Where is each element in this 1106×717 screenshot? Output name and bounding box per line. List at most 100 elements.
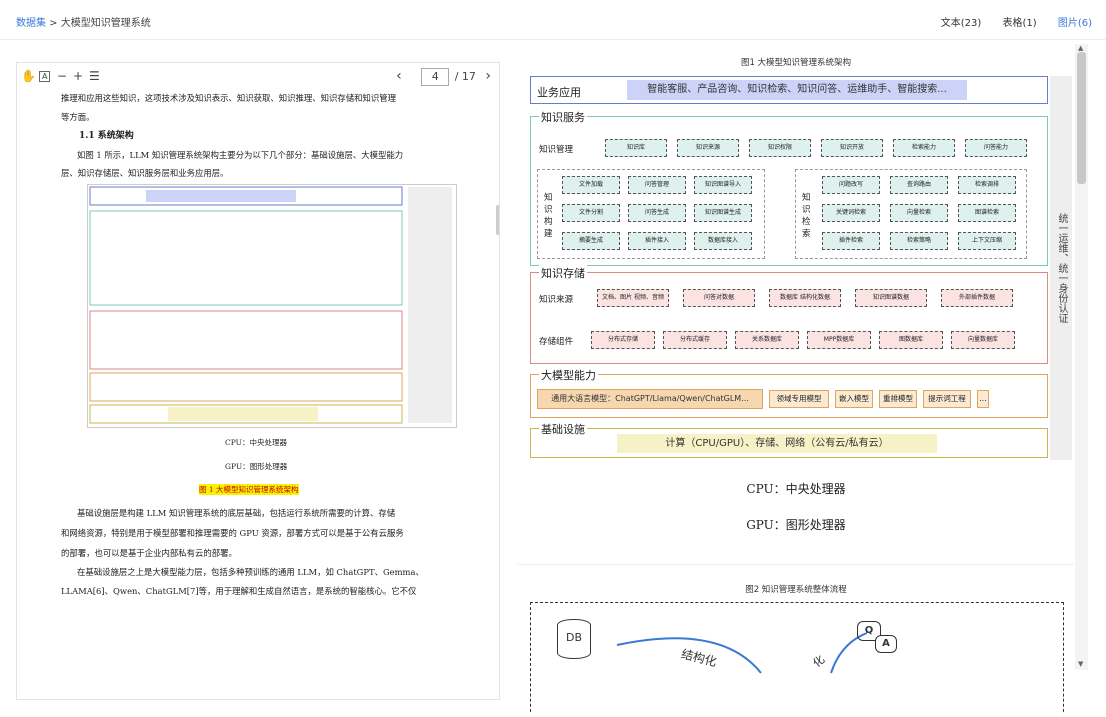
build-item: 知识图谱导入: [694, 176, 752, 194]
source-label: 知识来源: [539, 295, 574, 305]
scroll-up-icon[interactable]: ▲: [1078, 44, 1084, 52]
doc-para: 的部署，也可以是基于企业内部私有云的部署。: [61, 548, 237, 558]
build-item: 摘要生成: [562, 232, 620, 250]
source-item: 知识图谱数据: [855, 289, 927, 307]
tab-table[interactable]: 表格(1): [1002, 18, 1037, 29]
content-tabs: 文本(23) 表格(1) 图片(6): [923, 14, 1092, 29]
layer-service: 知识服务 知识管理 知识库知识来源知识权限知识开放检索能力问答能力 知识构建 文…: [530, 109, 1048, 266]
architecture-thumbnail-graphic: [89, 186, 452, 424]
search-group: 知识检索 问题改写查询路由检索调排关键词检索向量检索图谱检索插件检索检索策略上下…: [795, 169, 1027, 259]
figure1-title: 图1 大模型知识管理系统架构: [740, 58, 852, 68]
answer-label: A: [882, 638, 890, 649]
layer-infra-label: 基础设施: [539, 421, 587, 437]
layer-llm: 大模型能力 通用大语言模型：ChatGPT/Llama/Qwen/ChatGLM…: [530, 367, 1048, 418]
store-comp-item: 分布式缓存: [663, 331, 727, 349]
hand-tool-icon[interactable]: ✋: [21, 69, 36, 83]
build-item: 文件分割: [562, 204, 620, 222]
doc-para: 推理和应用这些知识，这项技术涉及知识表示、知识获取、知识推理、知识存储和知识管理: [61, 93, 396, 103]
panel-scroll-track[interactable]: [1075, 44, 1088, 670]
zoom-in-icon[interactable]: +: [73, 69, 84, 83]
doc-para: 基础设施层是构建 LLM 知识管理系统的底层基础，包括运行系统所需要的计算、存储: [77, 508, 396, 518]
layer-llm-label: 大模型能力: [539, 367, 598, 383]
store-comp-item: 向量数据库: [951, 331, 1015, 349]
build-item: 知识图谱生成: [694, 204, 752, 222]
viewer-scrollbar[interactable]: [496, 205, 499, 235]
mgmt-item: 知识来源: [677, 139, 739, 157]
tab-text[interactable]: 文本(23): [940, 18, 982, 29]
mgmt-item: 知识库: [605, 139, 667, 157]
source-item: 数据库 结构化数据: [769, 289, 841, 307]
search-item: 插件检索: [822, 232, 880, 250]
page-number-input[interactable]: 4: [421, 68, 450, 86]
search-item: 关键词检索: [822, 204, 880, 222]
general-llm: 通用大语言模型：ChatGPT/Llama/Qwen/ChatGLM...: [537, 389, 763, 409]
question-bubble-icon: Q: [857, 621, 881, 641]
divider: [518, 564, 1074, 565]
doc-para: 等方面。: [61, 112, 95, 122]
llm-item: 领域专用模型: [769, 390, 829, 408]
top-bar: 数据集 > 大模型知识管理系统 文本(23) 表格(1) 图片(6): [0, 0, 1106, 40]
doc-para: 在基础设施层之上是大模型能力层，包括多种预训练的通用 LLM，如 ChatGPT…: [77, 567, 424, 577]
database-label: DB: [565, 631, 583, 644]
pager: ‹ 4 / 17 ›: [396, 68, 491, 86]
layer-infra: 基础设施 计算（CPU/GPU）、存储、网络（公有云/私有云）: [530, 421, 1048, 458]
llm-item: ...: [977, 390, 989, 408]
store-comp-label: 存储组件: [539, 337, 574, 347]
store-comp-item: 关系数据库: [735, 331, 799, 349]
zoom-out-icon[interactable]: −: [57, 69, 68, 83]
mgmt-item: 知识开放: [821, 139, 883, 157]
outline-icon[interactable]: ☰: [89, 69, 100, 83]
knowledge-mgmt-label: 知识管理: [539, 145, 574, 155]
figure2-graphic: [616, 632, 868, 674]
doc-para: 和网络资源，特别是用于模型部署和推理需要的 GPU 资源，部署方式可以是基于公有…: [61, 528, 404, 538]
search-item: 查询路由: [890, 176, 948, 194]
search-item: 问题改写: [822, 176, 880, 194]
mgmt-item: 检索能力: [893, 139, 955, 157]
text-select-icon[interactable]: A: [39, 71, 51, 82]
search-item: 向量检索: [890, 204, 948, 222]
llm-item: 重排模型: [879, 390, 917, 408]
build-item: 问答管理: [628, 176, 686, 194]
panel-scrollbar[interactable]: [1077, 52, 1086, 184]
viewer-toolbar: ✋ A − + ☰ ‹ 4 / 17 ›: [17, 63, 499, 91]
source-item: 问答对数据: [683, 289, 755, 307]
build-item: 文件加载: [562, 176, 620, 194]
search-item: 检索调排: [958, 176, 1016, 194]
search-item: 检索策略: [890, 232, 948, 250]
figure2-frame: DB 结构化 化 Q A: [530, 602, 1064, 714]
layer-storage: 知识存储 知识来源 文档、图片 视频、音频问答对数据数据库 结构化数据知识图谱数…: [530, 265, 1048, 364]
breadcrumb: 数据集 > 大模型知识管理系统: [16, 14, 151, 29]
figure2-title: 图2 知识管理系统整体流程: [745, 585, 847, 595]
build-label: 知识构建: [544, 193, 553, 239]
question-label: Q: [864, 625, 874, 636]
infra-content: 计算（CPU/GPU）、存储、网络（公有云/私有云）: [617, 434, 937, 453]
scroll-down-icon[interactable]: ▼: [1078, 660, 1084, 668]
store-comp-item: MPP数据库: [807, 331, 871, 349]
build-item: 插件接入: [628, 232, 686, 250]
layer-business: 业务应用 智能客服、产品咨询、知识检索、知识问答、运维助手、智能搜索...: [530, 76, 1048, 104]
store-comp-item: 图数据库: [879, 331, 943, 349]
breadcrumb-separator: >: [46, 18, 61, 29]
page-total: / 17: [454, 70, 476, 83]
prev-page-button[interactable]: ‹: [396, 68, 402, 84]
doc-para: 层、知识存储层、知识服务层和业务应用层。: [61, 168, 229, 178]
figure-gpu-line: GPU：图形处理器: [746, 518, 846, 532]
layer-storage-label: 知识存储: [539, 265, 587, 281]
database-icon: DB: [557, 619, 591, 659]
doc-figure-caption: 图 1 大模型知识管理系统架构: [199, 484, 299, 495]
layer-business-label: 业务应用: [537, 86, 581, 99]
tab-images[interactable]: 图片(6): [1057, 18, 1092, 29]
doc-figure-thumbnail: [87, 184, 457, 428]
next-page-button[interactable]: ›: [485, 68, 491, 84]
mgmt-item: 知识权限: [749, 139, 811, 157]
breadcrumb-root-link[interactable]: 数据集: [16, 18, 46, 29]
source-item: 外部插件数据: [941, 289, 1013, 307]
pdf-viewer: ✋ A − + ☰ ‹ 4 / 17 › 推理和应用这些知识，这项技术涉及知识表…: [16, 62, 500, 700]
store-comp-item: 分布式存储: [591, 331, 655, 349]
source-item: 文档、图片 视频、音频: [597, 289, 669, 307]
image-panel: 图1 大模型知识管理系统架构 业务应用 智能客服、产品咨询、知识检索、知识问答、…: [518, 44, 1074, 714]
breadcrumb-current: 大模型知识管理系统: [60, 18, 151, 29]
doc-para: 如图 1 所示，LLM 知识管理系统架构主要分为以下几个部分：基础设施层、大模型…: [77, 150, 404, 160]
search-label: 知识检索: [802, 193, 811, 239]
mgmt-item: 问答能力: [965, 139, 1027, 157]
